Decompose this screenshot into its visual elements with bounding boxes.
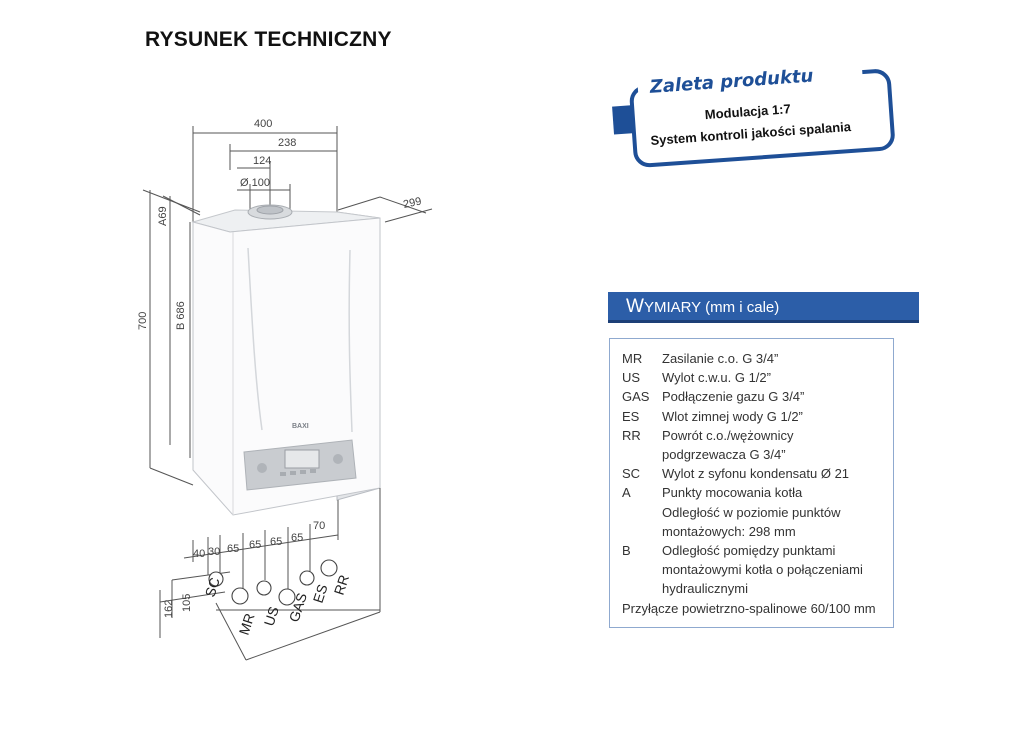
page-title: RYSUNEK TECHNICZNY <box>145 28 392 51</box>
badge-line-1: Modulacja 1:7 <box>704 101 791 122</box>
legend-row: GAS Podłączenie gazu G 3/4” <box>622 387 887 406</box>
legend-row: podgrzewacza G 3/4” <box>622 445 887 464</box>
dim-height: 700 <box>137 312 149 330</box>
dim-flue-offset: 124 <box>253 155 271 167</box>
dimensions-header: WYMIARY (mm i cale) <box>608 292 919 323</box>
legend-description: Zasilanie c.o. G 3/4” <box>662 351 779 366</box>
brand-logo: BAXI <box>292 423 309 430</box>
header-units: (mm i cale) <box>705 299 780 316</box>
dim-spacing-4: 65 <box>249 539 261 551</box>
legend-description: Powrót c.o./wężownicy <box>662 427 794 443</box>
legend-row: montażowych: 298 mm <box>622 522 887 541</box>
legend-code <box>622 503 662 522</box>
dim-spacing-7: 70 <box>313 520 325 532</box>
legend-description: montażowymi kotła o połączeniami <box>662 562 863 578</box>
legend-row: A Punkty mocowania kotła <box>622 483 887 502</box>
legend-code <box>622 579 662 598</box>
dim-spacing-6: 65 <box>291 532 303 544</box>
dim-162: 162 <box>163 600 175 618</box>
dim-width: 400 <box>254 118 272 130</box>
dim-spacing-2: 30 <box>208 546 220 558</box>
legend-row: ES Wlot zimnej wody G 1/2” <box>622 407 887 426</box>
legend-row: RR Powrót c.o./wężownicy <box>622 426 887 445</box>
legend-footer: Przyłącze powietrzno-spalinowe 60/100 mm <box>622 600 876 616</box>
dim-depth: 299 <box>402 195 422 211</box>
legend-code: B <box>622 543 631 559</box>
label-mr: MR <box>236 611 258 637</box>
legend-description: Wylot z syfonu kondensatu Ø 21 <box>662 466 850 482</box>
legend-row: montażowymi kotła o połączeniami <box>622 560 887 579</box>
dim-a: A69 <box>157 206 169 226</box>
dim-105: 105 <box>181 594 193 612</box>
label-es: ES <box>310 582 331 605</box>
label-us: US <box>261 604 282 627</box>
legend-row: Odległość w poziomie punktów <box>622 503 887 522</box>
header-title-rest: YMIARY <box>643 299 701 316</box>
legend-description: hydraulicznymi <box>662 581 748 597</box>
dim-spacing-1: 40 <box>193 548 205 560</box>
dim-b: B 686 <box>175 301 187 330</box>
dim-spacing-5: 65 <box>270 536 282 548</box>
header-title-cap: W <box>626 296 644 317</box>
legend-code <box>622 522 662 541</box>
legend-description: Wylot c.w.u. G 1/2” <box>662 370 771 386</box>
dim-flue-diameter: Ø 100 <box>240 177 270 189</box>
legend-code: A <box>622 485 631 501</box>
dim-inner-width: 238 <box>278 137 296 149</box>
legend-code: RR <box>622 427 641 443</box>
legend-code <box>622 560 662 579</box>
legend-box: MR Zasilanie c.o. G 3/4” US Wylot c.w.u. G … <box>609 338 894 628</box>
legend-code: SC <box>622 466 641 482</box>
legend-code: GAS <box>622 389 650 405</box>
legend-row: hydraulicznymi <box>622 579 887 598</box>
legend-description: Odległość pomiędzy punktami <box>662 543 836 559</box>
label-sc: SC <box>202 575 223 598</box>
legend-row: MR Zasilanie c.o. G 3/4” <box>622 349 887 368</box>
legend-description: Podłączenie gazu G 3/4” <box>662 389 805 405</box>
legend-code: ES <box>622 408 640 424</box>
legend-row: SC Wylot z syfonu kondensatu Ø 21 <box>622 464 887 483</box>
boiler-illustration <box>191 204 381 516</box>
dim-spacing-3: 65 <box>227 543 239 555</box>
legend-description: Wlot zimnej wody G 1/2” <box>662 408 803 424</box>
legend-code <box>622 445 662 464</box>
legend-row: B Odległość pomiędzy punktami <box>622 541 887 560</box>
label-rr: RR <box>331 573 352 597</box>
legend-description: Punkty mocowania kotła <box>662 485 803 501</box>
legend-description: montażowych: 298 mm <box>662 523 796 539</box>
legend-code: MR <box>622 351 643 366</box>
legend-description: podgrzewacza G 3/4” <box>662 447 786 463</box>
legend-description: Odległość w poziomie punktów <box>662 504 841 520</box>
legend-row: US Wylot c.w.u. G 1/2” <box>622 368 887 387</box>
product-badge: Zaleta produktu Modulacja 1:7 System kon… <box>612 50 895 168</box>
legend-code: US <box>622 370 641 386</box>
